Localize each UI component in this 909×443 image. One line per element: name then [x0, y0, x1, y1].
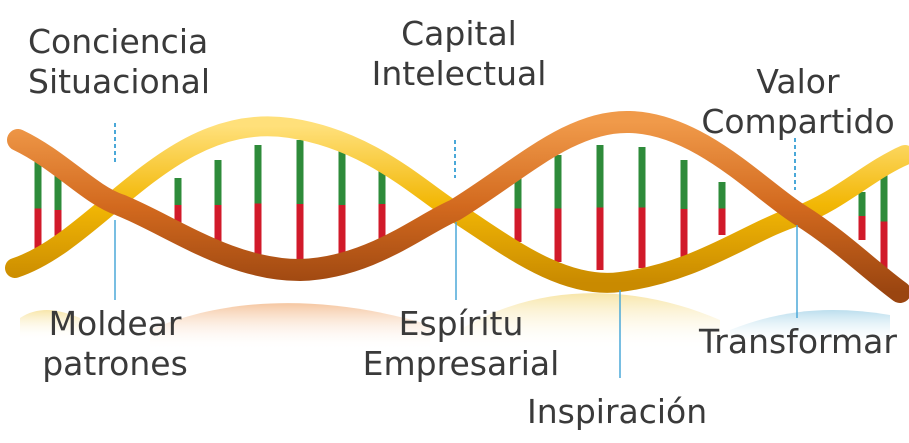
label-capital-line2: Intelectual: [371, 54, 547, 93]
label-espiritu-empresarial: Espíritu Empresarial: [356, 304, 566, 384]
orange-strand: [7, 110, 909, 303]
label-moldear-line2: patrones: [42, 344, 188, 383]
label-moldear-patrones: Moldear patrones: [30, 304, 200, 384]
label-inspiracion: Inspiración: [527, 392, 708, 431]
label-moldear-line1: Moldear: [48, 304, 182, 343]
label-capital-line1: Capital: [401, 14, 517, 53]
marker-lines: [114, 123, 798, 378]
label-espiritu-line2: Empresarial: [362, 344, 560, 383]
label-capital-intelectual: Capital Intelectual: [364, 14, 554, 94]
label-conciencia-line1: Conciencia: [28, 22, 209, 61]
label-conciencia-situacional: Conciencia Situacional: [28, 22, 210, 102]
label-valor-line1: Valor: [756, 62, 840, 101]
label-conciencia-line2: Situacional: [28, 62, 210, 101]
label-transformar: Transformar: [699, 322, 897, 361]
label-valor-line2: Compartido: [701, 102, 895, 141]
label-espiritu-line1: Espíritu: [398, 304, 524, 343]
helix-reflection: [20, 293, 890, 350]
label-valor-compartido: Valor Compartido: [698, 62, 898, 142]
